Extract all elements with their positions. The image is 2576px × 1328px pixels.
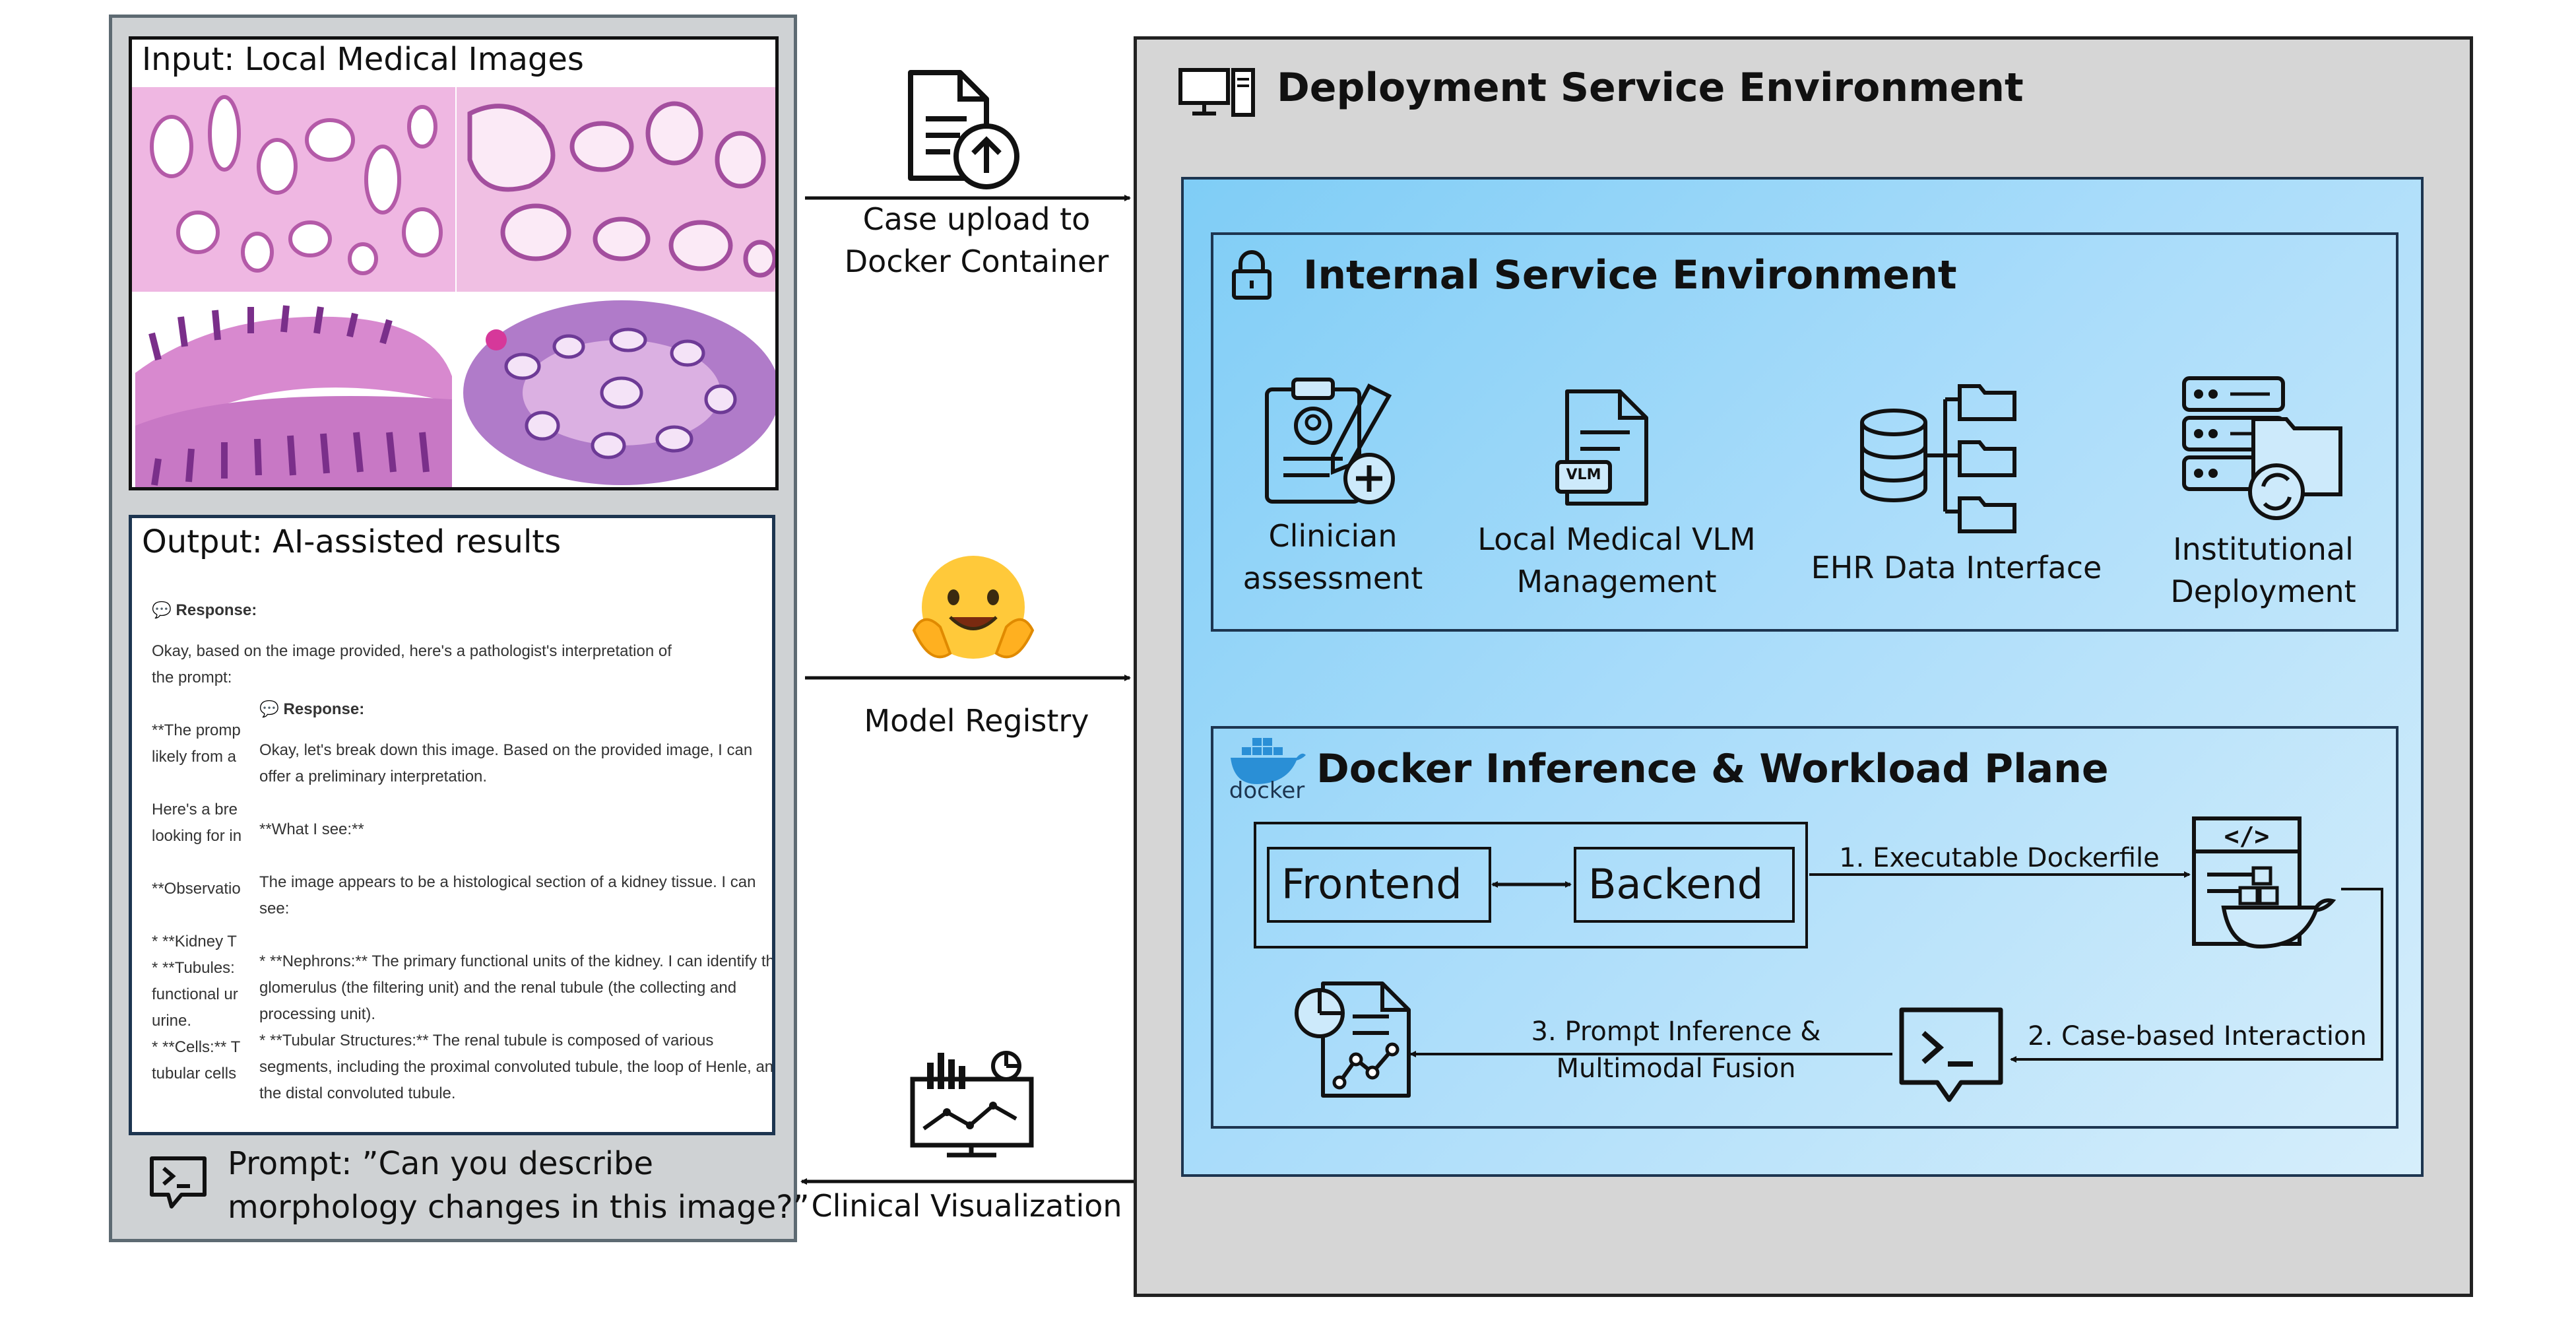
app-container-box (1254, 822, 1808, 948)
terminal-interaction-icon (1894, 1003, 2009, 1115)
institutional-label-line-2: Deployment (2170, 574, 2356, 609)
response-a-line: * **Kidney T (152, 933, 237, 950)
clinician-label-line-1: Clinician (1268, 518, 1398, 554)
upload-label: Case upload to Docker Container (818, 198, 1135, 282)
response-a-text: Okay, based on the image provided, here'… (152, 638, 765, 1087)
internal-title: Internal Service Environment (1303, 252, 1957, 298)
response-a-line: likely from a (152, 748, 237, 766)
response-a-line: Here's a bre (152, 801, 238, 818)
histology-image-3[interactable] (132, 294, 455, 487)
dashboard-chart-icon (907, 1043, 1036, 1162)
step3-label: 3. Prompt Inference & Multimodal Fusion (1491, 1013, 1861, 1087)
server-sync-icon (2177, 373, 2349, 525)
institutional-label-line-1: Institutional (2173, 531, 2354, 567)
response-b-text: Okay, let's break down this image. Based… (259, 737, 775, 1107)
vlm-file-icon: VLM (1554, 386, 1653, 508)
upload-label-line-2: Docker Container (844, 244, 1109, 279)
clinician-label: Clinician assessment (1227, 515, 1438, 599)
response-b-line: offer a preliminary interpretation. (259, 768, 488, 785)
response-a-header: 💬 Response: (152, 601, 257, 619)
response-b-line: glomerulus (the filtering unit) and the … (259, 979, 737, 997)
response-a-line: functional ur (152, 985, 238, 1003)
desktop-computer-icon (1178, 66, 1257, 119)
response-a-line: urine. (152, 1012, 192, 1030)
institutional-label: Institutional Deployment (2138, 528, 2389, 613)
response-b-line: * **Tubular Structures:** The renal tubu… (259, 1032, 714, 1049)
terminal-chat-icon (145, 1152, 211, 1218)
step2-arrow (2010, 888, 2383, 1063)
response-b-line: segments, including the proximal convolu… (259, 1058, 775, 1076)
vlm-label-line-2: Management (1516, 564, 1717, 599)
registry-label: Model Registry (864, 703, 1089, 739)
response-b-line: **What I see:** (259, 820, 364, 838)
docker-plane-box (1211, 726, 2399, 1129)
step2-label: 2. Case-based Interaction (2028, 1021, 2367, 1051)
response-b: 💬 Response: Okay, let's break down this … (254, 696, 775, 1132)
histology-image-1[interactable] (132, 87, 455, 292)
docker-logo-icon: docker (1227, 733, 1306, 805)
prompt-line-2: morphology changes in this image?” (228, 1189, 810, 1226)
response-a-line: * **Tubules: (152, 959, 235, 977)
histology-image-4[interactable] (457, 294, 775, 487)
dockerfile-code-icon: </> (2191, 815, 2342, 960)
response-b-header: 💬 Response: (259, 700, 365, 718)
visualization-label: Clinical Visualization (811, 1188, 1122, 1224)
upload-label-line-1: Case upload to (862, 201, 1091, 237)
response-a-line: **Observatio (152, 880, 241, 898)
response-a-line: * **Cells:** T (152, 1038, 241, 1056)
docker-logo-text: docker (1229, 778, 1305, 804)
step3-label-line-1: 3. Prompt Inference & (1531, 1016, 1821, 1047)
histology-image-2[interactable] (457, 87, 775, 292)
database-folders-icon (1854, 376, 2026, 535)
report-chart-icon (1290, 977, 1415, 1102)
clipboard-doctor-icon (1257, 373, 1402, 508)
ehr-label-line-1: EHR Data Interface (1811, 550, 2102, 585)
response-a-line: Okay, based on the image provided, here'… (152, 642, 672, 660)
vlm-badge: VLM (1566, 467, 1601, 483)
input-label: Input: Local Medical Images (142, 41, 584, 78)
file-upload-icon (901, 66, 1026, 191)
response-a-line: looking for in (152, 827, 242, 845)
input-images-box: Input: Local Medical Images (129, 36, 779, 490)
output-label: Output: AI-assisted results (142, 523, 562, 560)
backend-box[interactable]: Backend (1574, 847, 1795, 923)
code-badge: </> (2224, 822, 2270, 851)
prompt-line-1: Prompt: ”Can you describe (228, 1145, 654, 1182)
response-a-line: tubular cells (152, 1065, 237, 1082)
response-b-line: The image appears to be a histological s… (259, 873, 756, 891)
response-a-line: the prompt: (152, 669, 232, 686)
vlm-label-line-1: Local Medical VLM (1477, 521, 1756, 557)
clinician-label-line-2: assessment (1242, 560, 1423, 596)
step1-label: 1. Executable Dockerfile (1839, 843, 2160, 873)
response-b-line: processing unit). (259, 1005, 376, 1023)
vlm-label: Local Medical VLM Management (1468, 518, 1765, 603)
response-b-line: * **Nephrons:** The primary functional u… (259, 952, 775, 970)
hugging-face-icon (904, 551, 1043, 667)
output-results-box: Output: AI-assisted results 💬 Response: … (129, 515, 775, 1135)
ehr-label: EHR Data Interface (1798, 547, 2115, 589)
response-b-line: Okay, let's break down this image. Based… (259, 741, 753, 759)
response-a: 💬 Response: Okay, based on the image pro… (152, 597, 765, 1087)
prompt-text: Prompt: ”Can you describe morphology cha… (228, 1142, 810, 1229)
internal-service-box (1211, 232, 2399, 632)
response-b-line: see: (259, 900, 290, 917)
response-b-line: the distal convoluted tubule. (259, 1084, 456, 1102)
step3-label-line-2: Multimodal Fusion (1556, 1053, 1796, 1084)
frontend-box[interactable]: Frontend (1267, 847, 1491, 923)
deployment-title: Deployment Service Environment (1277, 65, 2024, 111)
docker-title: Docker Inference & Workload Plane (1316, 746, 2109, 792)
response-a-line: **The promp (152, 721, 241, 739)
lock-icon (1229, 248, 1275, 300)
